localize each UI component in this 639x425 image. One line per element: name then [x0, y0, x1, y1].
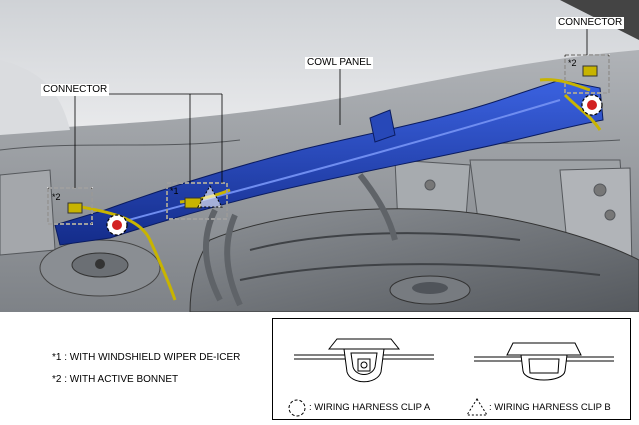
- note-active-bonnet: *2 : WITH ACTIVE BONNET: [52, 374, 179, 385]
- clip-b-diagram: [474, 342, 614, 381]
- cowl-panel-label: COWL PANEL: [305, 57, 374, 69]
- note-windshield-de-icer: *1 : WITH WINDSHIELD WIPER DE-ICER: [52, 352, 241, 363]
- engine-bay-illustration: [0, 0, 639, 312]
- clip-a-symbol: [288, 399, 306, 417]
- connector-label-left: CONNECTOR: [41, 84, 110, 96]
- leader-lines: [74, 28, 588, 188]
- clip-a-legend-text: : WIRING HARNESS CLIP A: [309, 402, 431, 413]
- clip-b-marker: [197, 184, 223, 208]
- engine: [189, 208, 639, 312]
- connector-right: [582, 65, 598, 77]
- marker-star1-center: *1: [170, 186, 179, 196]
- clip-legend: : WIRING HARNESS CLIP A : WIRING HARNESS…: [272, 318, 631, 420]
- marker-star2-left: *2: [52, 192, 61, 202]
- clip-b-legend-text: : WIRING HARNESS CLIP B: [489, 402, 611, 413]
- clip-b-symbol: [466, 398, 488, 416]
- clip-a-diagram: [294, 338, 434, 383]
- connector-left: [67, 202, 83, 214]
- marker-star2-right: *2: [568, 58, 577, 68]
- connector-label-right: CONNECTOR: [556, 17, 625, 29]
